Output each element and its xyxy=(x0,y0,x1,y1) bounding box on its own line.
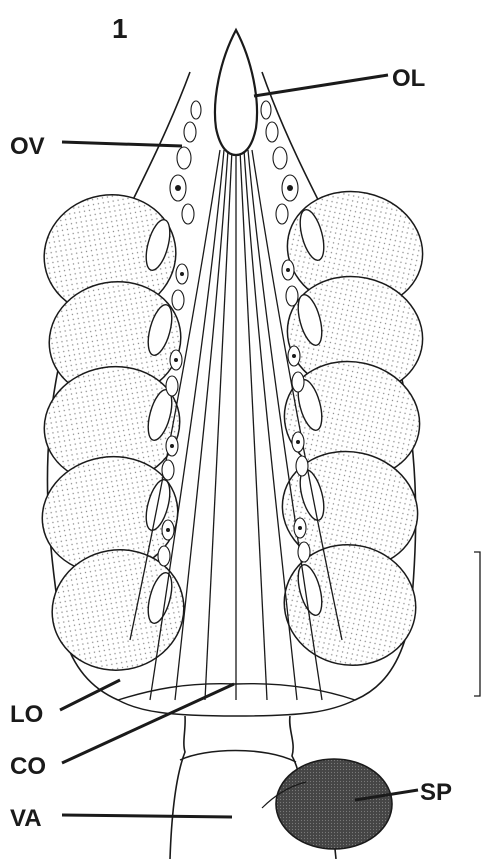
vagina-top xyxy=(180,751,296,763)
figure-number: 1 xyxy=(112,13,128,44)
spermatheca xyxy=(276,759,392,849)
label-sp: SP xyxy=(420,779,452,806)
label-ov: OV xyxy=(10,133,45,160)
left-eggs xyxy=(33,184,193,680)
common-oviduct xyxy=(170,716,185,859)
label-co: CO xyxy=(10,753,46,780)
spermathecal-stalk xyxy=(335,849,336,859)
scale-bar xyxy=(474,552,480,696)
ovary-ligament xyxy=(215,30,257,155)
follicle-nuclei xyxy=(166,185,302,532)
label-ol: OL xyxy=(392,65,425,92)
label-va: VA xyxy=(10,805,42,832)
label-lo: LO xyxy=(10,701,43,728)
right-eggs xyxy=(271,179,433,677)
